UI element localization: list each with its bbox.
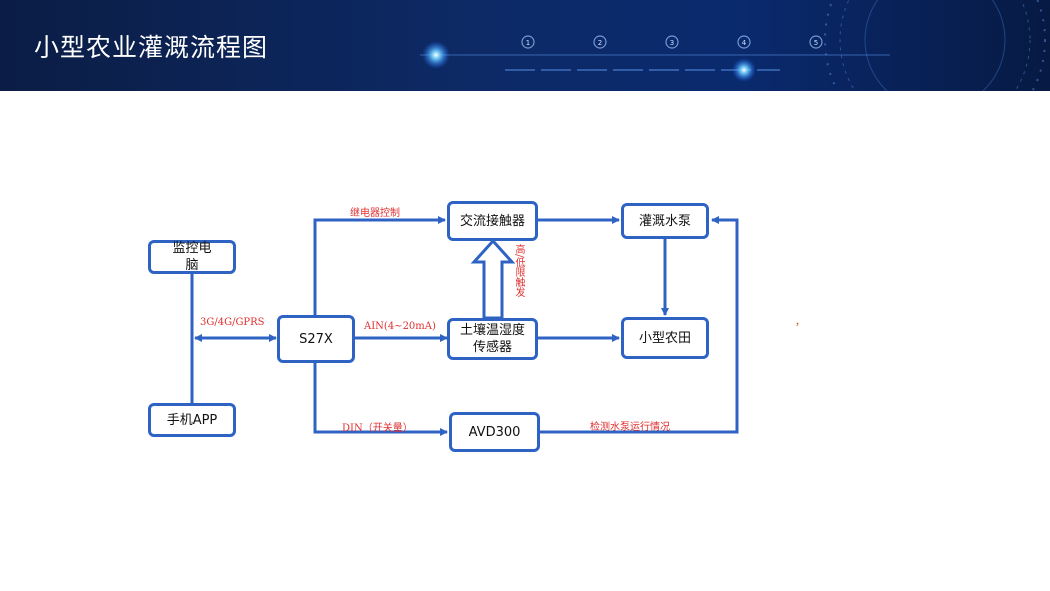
decor-ring <box>864 0 1006 91</box>
edge-s27x-contactor <box>313 216 446 315</box>
node-avd300: AVD300 <box>449 412 540 452</box>
decor-step-number: 5 <box>814 39 818 47</box>
node-farmland-label: 小型农田 <box>638 330 691 346</box>
node-s27x-label: S27X <box>299 331 333 347</box>
page-title: 小型农业灌溉流程图 <box>34 33 269 62</box>
node-s27x: S27X <box>277 315 355 363</box>
decor-ring <box>824 0 1046 91</box>
edge-label-ain: AIN(4~20mA) <box>364 321 436 332</box>
node-avd300-label: AVD300 <box>468 424 521 440</box>
decor-step-circle <box>809 35 823 49</box>
node-pump-label: 灌溉水泵 <box>638 213 691 229</box>
node-contactor: 交流接触器 <box>447 201 538 241</box>
edge-label-relay: 继电器控制 <box>350 208 400 219</box>
header-banner: 1 2 3 4 5 小型农业灌溉流程图 <box>0 0 1050 91</box>
edge-s27x-avd300 <box>313 362 448 436</box>
node-monitor-pc: 监控电脑 <box>148 240 236 274</box>
edge-label-network: 3G/4G/GPRS <box>200 317 265 328</box>
node-mobile-app-label: 手机APP <box>166 412 218 428</box>
decor-glow <box>732 58 756 82</box>
node-mobile-app: 手机APP <box>148 403 236 437</box>
decor-step-number: 3 <box>670 39 674 47</box>
node-pump: 灌溉水泵 <box>621 203 709 239</box>
node-monitor-pc-label: 监控电脑 <box>172 241 212 273</box>
decor-ring <box>839 0 1031 91</box>
decor-step-circle <box>737 35 751 49</box>
edge-label-din: DIN（开关量） <box>342 423 413 434</box>
decor-step-circle <box>593 35 607 49</box>
decor-step-number: 2 <box>598 39 602 47</box>
edge-avd300-pump <box>540 216 739 434</box>
decor-glow <box>422 41 450 69</box>
edge-label-trigger: 高/低限触发 <box>513 244 524 298</box>
decor-step-circle <box>521 35 535 49</box>
edge-label-pump-status: 检测水泵运行情况 <box>590 422 670 433</box>
decor-step-circle <box>665 35 679 49</box>
node-soil-sensor-label: 土壤温湿度传感器 <box>459 323 525 355</box>
node-soil-sensor: 土壤温湿度传感器 <box>447 318 538 360</box>
decor-step-number: 4 <box>742 39 747 47</box>
node-contactor-label: 交流接触器 <box>459 213 525 229</box>
block-arrow-sensor-contactor <box>470 238 516 320</box>
stray-mark: ， <box>795 317 805 328</box>
header-decoration: 1 2 3 4 5 <box>420 0 1046 91</box>
decor-step-number: 1 <box>526 39 530 47</box>
node-farmland: 小型农田 <box>621 317 709 359</box>
